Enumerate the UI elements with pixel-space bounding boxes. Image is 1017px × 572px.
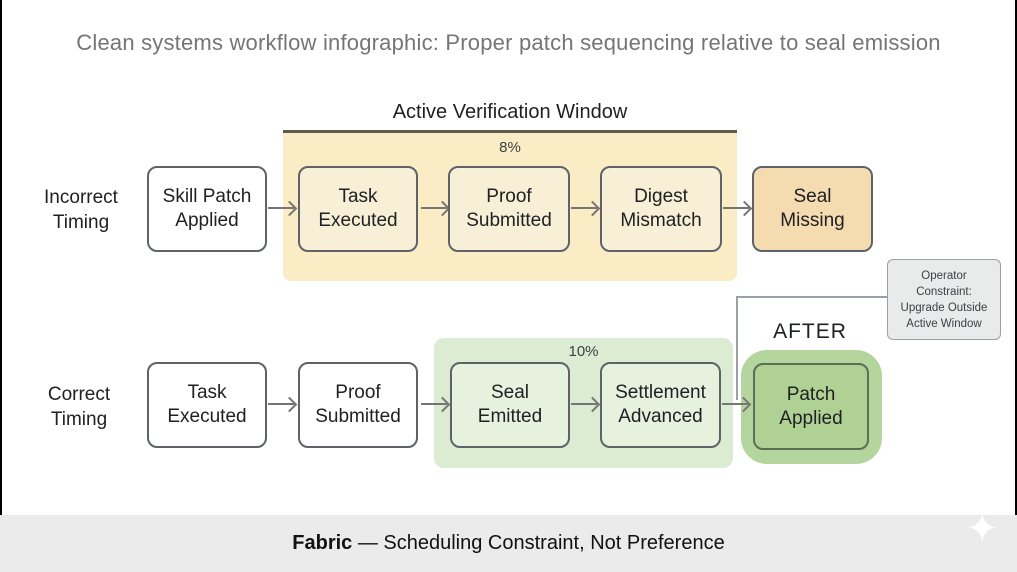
after-label: AFTER xyxy=(773,320,847,343)
arrow-right-icon xyxy=(268,403,294,405)
active-window-rate: 8% xyxy=(499,139,521,156)
footer-brand: Fabric xyxy=(292,532,353,554)
step-proof-submitted-correct: Proof Submitted xyxy=(298,362,418,448)
operator-constraint-note: Operator Constraint: Upgrade Outside Act… xyxy=(887,259,1001,340)
arrow-right-icon xyxy=(571,207,597,209)
arrow-right-icon xyxy=(268,207,294,209)
row-label-correct-timing: Correct Timing xyxy=(47,384,111,430)
step-task-executed-correct: Task Executed xyxy=(147,362,267,448)
sparkle-icon: ✦ xyxy=(965,507,999,551)
arrow-right-icon xyxy=(571,403,597,405)
step-task-executed-incorrect: Task Executed xyxy=(298,166,418,252)
active-window-title: Active Verification Window xyxy=(392,101,628,123)
letterbox-right xyxy=(1015,0,1017,572)
emission-window-rate: 10% xyxy=(568,343,599,360)
footer-text: Fabric — Scheduling Constraint, Not Pref… xyxy=(292,532,724,555)
arrow-right-icon xyxy=(723,207,749,209)
footer-tagline: — Scheduling Constraint, Not Preference xyxy=(352,532,725,554)
step-patch-applied: Patch Applied xyxy=(753,363,869,450)
step-seal-missing: Seal Missing xyxy=(752,166,873,252)
step-settlement-advanced: Settlement Advanced xyxy=(600,362,721,448)
row-label-incorrect-timing: Incorrect Timing xyxy=(44,187,118,233)
arrow-right-icon xyxy=(421,403,447,405)
footer-bar: Fabric — Scheduling Constraint, Not Pref… xyxy=(0,509,1017,572)
step-skill-patch-applied: Skill Patch Applied xyxy=(147,166,267,252)
arrow-right-icon xyxy=(421,207,447,209)
step-proof-submitted-incorrect: Proof Submitted xyxy=(448,166,570,252)
note-connector-vertical xyxy=(736,296,738,400)
step-digest-mismatch: Digest Mismatch xyxy=(600,166,722,252)
step-seal-emitted: Seal Emitted xyxy=(450,362,570,448)
note-connector-horizontal xyxy=(737,296,887,298)
page-title: Clean systems workflow infographic: Prop… xyxy=(76,30,941,55)
letterbox-left xyxy=(0,0,2,572)
arrow-right-icon xyxy=(722,403,748,405)
active-window-bracket-line xyxy=(283,130,737,133)
